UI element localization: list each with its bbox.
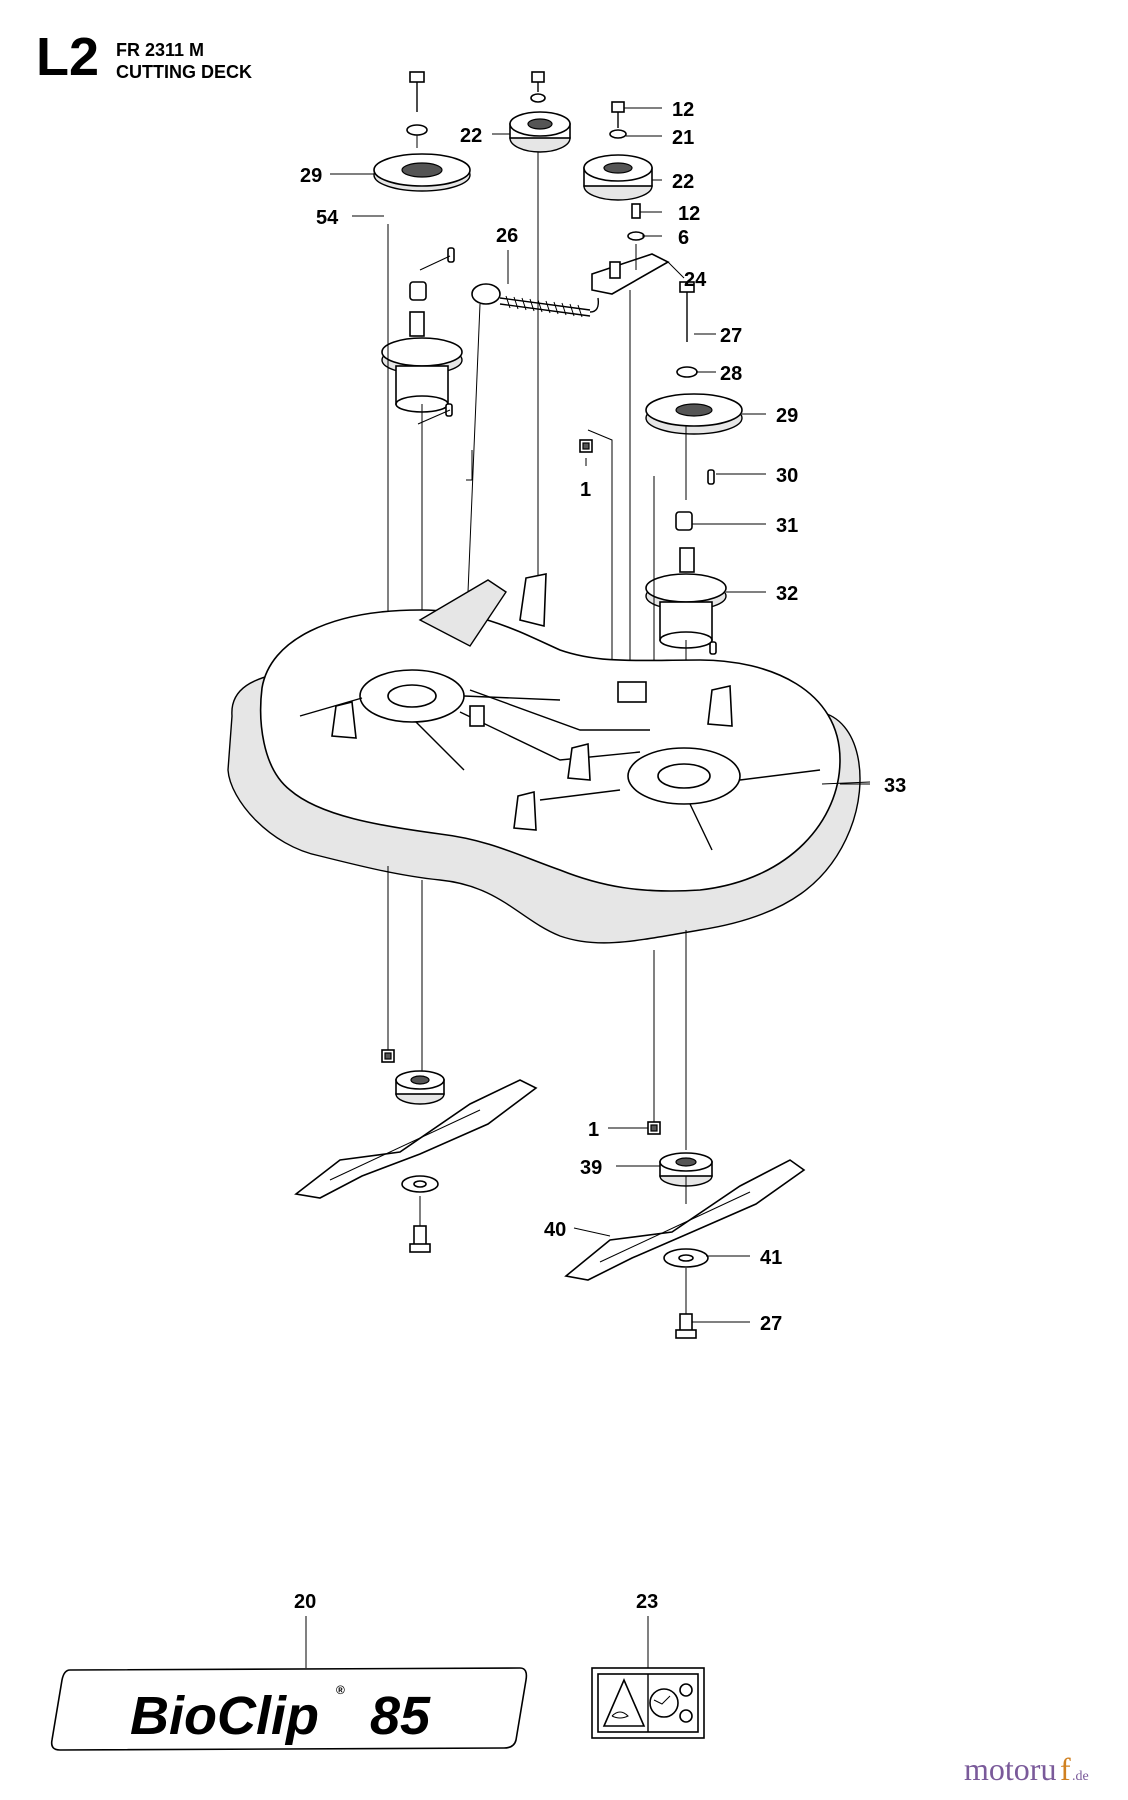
diagram-title: CUTTING DECK <box>116 62 252 82</box>
cutting-deck <box>227 573 871 944</box>
idler-pulley-stack <box>509 71 571 590</box>
watermark-text: motoru <box>964 1751 1056 1787</box>
callout-27: 27 <box>760 1313 782 1335</box>
right-idler-stack <box>583 101 670 660</box>
callout-6: 6 <box>678 227 689 249</box>
callout-33: 33 <box>884 775 906 797</box>
nut-upper <box>579 429 613 690</box>
watermark-tld: .de <box>1072 1769 1089 1784</box>
decal-number: 85 <box>370 1686 431 1746</box>
callout-21: 21 <box>672 127 694 149</box>
left-blade-assembly <box>294 866 538 1253</box>
watermark: motoru f .de <box>964 1751 1089 1787</box>
no-hands-icon <box>649 1688 679 1718</box>
section-code: L2 <box>36 27 100 87</box>
tension-spring <box>465 283 600 641</box>
watermark-accent: f <box>1060 1751 1071 1787</box>
callout-1: 1 <box>580 479 591 501</box>
callout-labels: 12 21 22 22 29 12 54 6 26 24 27 28 29 1 … <box>294 99 906 1613</box>
callout-29: 29 <box>300 165 322 187</box>
callout-20: 20 <box>294 1591 316 1613</box>
callout-28: 28 <box>720 363 742 385</box>
callout-39: 39 <box>580 1157 602 1179</box>
callout-54: 54 <box>316 207 339 229</box>
decal-registered: ® <box>336 1683 345 1697</box>
bioclip-decal: BioClip ® 85 <box>50 1667 528 1751</box>
callout-30: 30 <box>776 465 798 487</box>
model-number: FR 2311 M <box>116 40 205 60</box>
callout-32: 32 <box>776 583 798 605</box>
callout-22: 22 <box>460 125 482 147</box>
callout-29: 29 <box>776 405 798 427</box>
right-spindle-stack <box>645 281 743 760</box>
callout-23: 23 <box>636 1591 658 1613</box>
callout-1: 1 <box>588 1119 599 1141</box>
callout-41: 41 <box>760 1247 782 1269</box>
callout-31: 31 <box>776 515 798 537</box>
warning-decal <box>591 1667 705 1739</box>
callout-12: 12 <box>678 203 700 225</box>
decal-brand: BioClip <box>130 1686 319 1746</box>
callout-24: 24 <box>684 269 707 291</box>
callout-27: 27 <box>720 325 742 347</box>
callout-12: 12 <box>672 99 694 121</box>
left-spindle-stack <box>373 71 471 680</box>
callout-22: 22 <box>672 171 694 193</box>
right-blade-assembly <box>564 930 806 1339</box>
leader-lines <box>305 107 870 1668</box>
callout-40: 40 <box>544 1219 566 1241</box>
callout-26: 26 <box>496 225 518 247</box>
